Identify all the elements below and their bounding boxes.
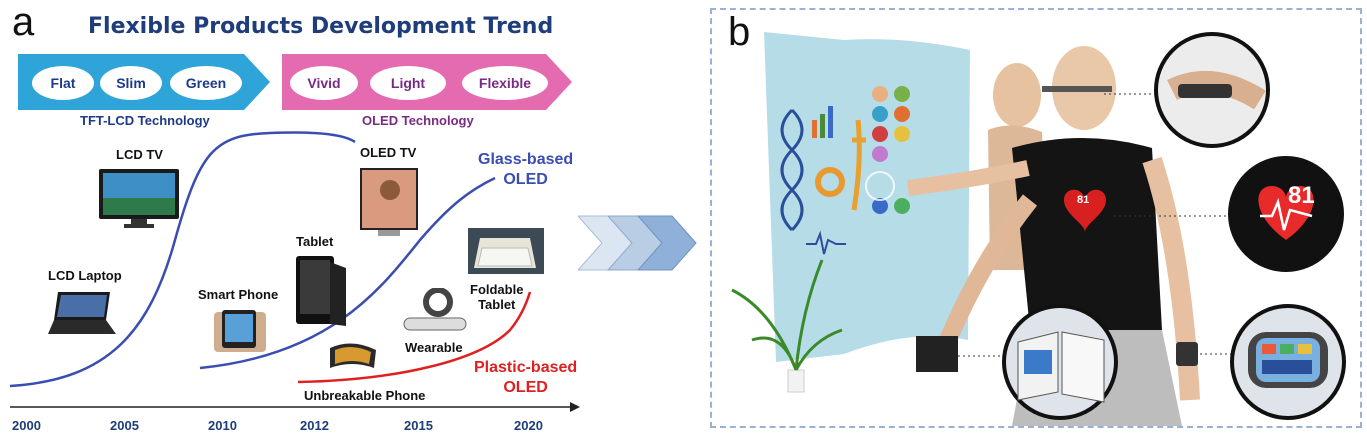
glass-oled-curve (199, 176, 496, 370)
oled-technology-label: OLED Technology (362, 113, 474, 128)
health-icon-1 (872, 86, 888, 102)
lcd-laptop-icon (48, 292, 116, 334)
timeline-arrowhead (570, 402, 580, 412)
label-unbreakable-phone: Unbreakable Phone (304, 388, 426, 403)
oled-pill-vivid: Vivid (290, 66, 358, 100)
panel-b-letter: b (728, 10, 751, 54)
future-scene-illustration (731, 32, 1346, 426)
black-tshirt (1012, 138, 1162, 330)
panel-b: b (710, 8, 1362, 428)
foldable-tablet-icon (468, 228, 544, 274)
year-2015: 2015 (404, 418, 433, 433)
oled-tv-icon (360, 168, 418, 236)
glass-oled-label-line2: OLED (503, 171, 548, 188)
heart-shirt-icon (1064, 189, 1106, 232)
label-wearable: Wearable (405, 340, 463, 355)
lcd-technology-label: TFT-LCD Technology (80, 113, 210, 128)
flexible-display-screen (764, 32, 970, 362)
lcd-pill-green: Green (170, 66, 242, 100)
touch-ripple (865, 171, 895, 201)
label-foldable-tablet-line1: Foldable (470, 282, 524, 297)
tablet-icon (296, 256, 346, 326)
body-scan-icon (851, 119, 866, 211)
man-background-head (993, 63, 1041, 127)
smart-phone-icon (214, 310, 266, 352)
left-arm (939, 194, 1038, 344)
heart-rate-large: 81 (1288, 182, 1315, 209)
glasses-closeup-icon (1178, 84, 1232, 98)
heart-rate-small: 81 (1077, 194, 1090, 206)
oled-pill-light: Light (370, 66, 446, 100)
label-foldable-tablet-line2: Tablet (478, 297, 516, 312)
smart-glasses (1042, 86, 1112, 92)
panel-a: a Flexible Products Development Trend Fl… (0, 0, 600, 438)
heartbeat-line-icon (1260, 197, 1313, 231)
label-tablet: Tablet (296, 234, 334, 249)
year-2000: 2000 (12, 418, 41, 433)
oled-pill-flexible: Flexible (462, 66, 548, 100)
panel-a-title: Flexible Products Development Trend (88, 14, 554, 39)
plant-icon (731, 259, 843, 371)
wrist-band (1176, 342, 1198, 366)
glass-oled-label: Glass-based OLED (478, 150, 573, 190)
held-foldable-device (916, 336, 958, 372)
unbreakable-phone-icon (330, 343, 376, 368)
plastic-oled-label-line1: Plastic-based (474, 359, 578, 376)
label-lcd-laptop: LCD Laptop (48, 268, 122, 283)
dna-icon (780, 108, 804, 232)
trend-curves (9, 131, 580, 412)
lcd-pill-flat: Flat (32, 66, 94, 100)
lcd-curve (9, 131, 356, 388)
heart-closeup-icon (1258, 186, 1314, 240)
year-2012: 2012 (300, 418, 329, 433)
label-oled-tv: OLED TV (360, 145, 417, 160)
label-foldable-tablet: Foldable Tablet (470, 282, 523, 312)
pointing-arm (907, 160, 1030, 196)
plant-pot (787, 369, 805, 393)
plastic-oled-label: Plastic-based OLED (474, 358, 577, 398)
label-lcd-tv: LCD TV (116, 147, 163, 162)
lcd-pill-slim: Slim (100, 66, 162, 100)
plastic-oled-curve (297, 291, 532, 384)
bar-chart-icon (812, 120, 817, 138)
year-2020: 2020 (514, 418, 543, 433)
year-2010: 2010 (208, 418, 237, 433)
year-2005: 2005 (110, 418, 139, 433)
transition-chevrons (578, 215, 697, 271)
glass-oled-label-line1: Glass-based (478, 151, 574, 168)
panel-a-letter: a (12, 0, 35, 44)
wearable-icon (403, 288, 467, 331)
plastic-oled-label-line2: OLED (503, 379, 548, 396)
foldable-right-page (1061, 331, 1105, 403)
label-smart-phone: Smart Phone (198, 287, 279, 302)
lcd-tv-icon (99, 169, 179, 228)
donut-chart-icon (815, 167, 845, 197)
ecg-screen-icon (806, 230, 846, 255)
